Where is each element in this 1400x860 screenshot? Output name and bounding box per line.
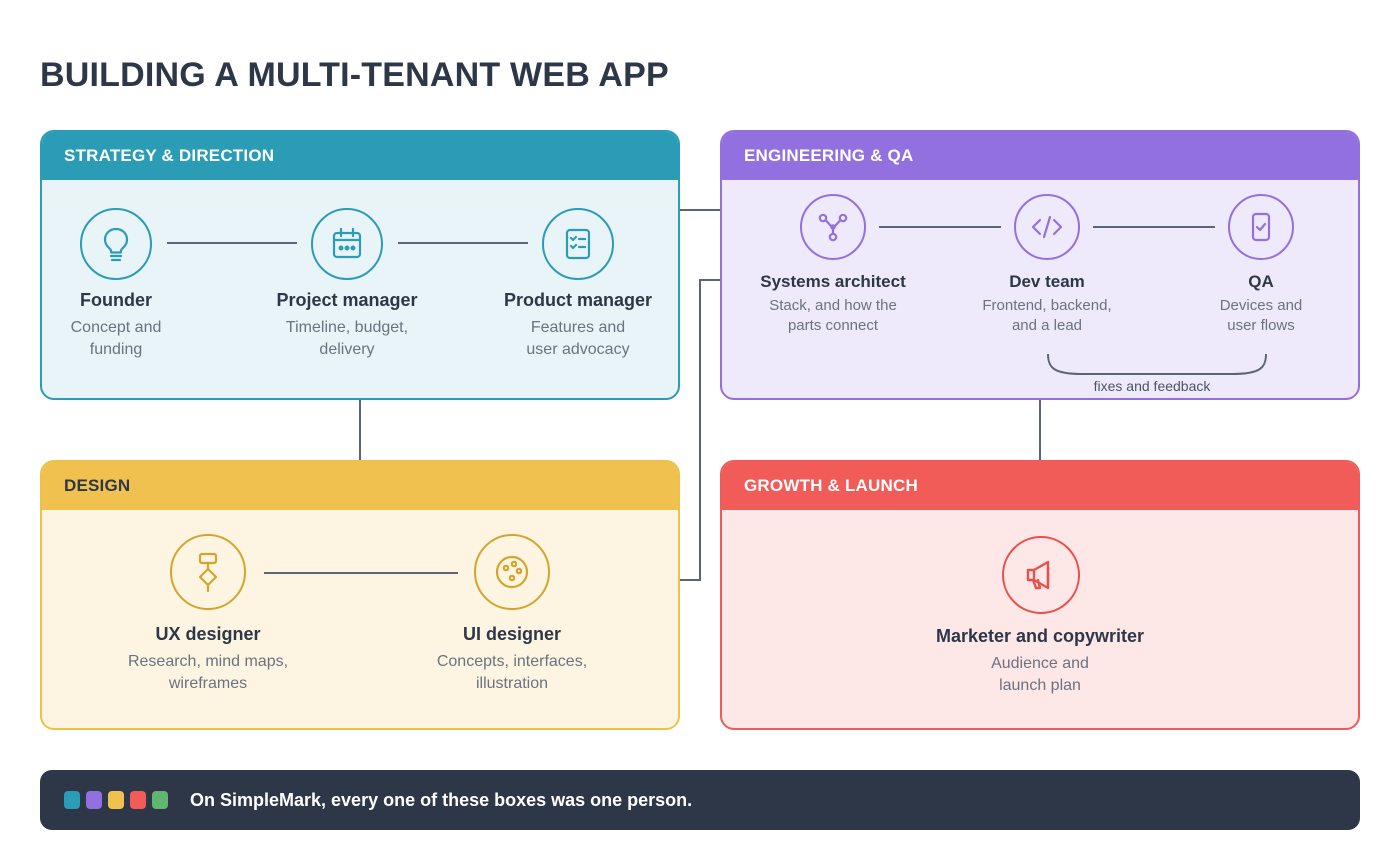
role-title: Marketer and copywriter [935, 626, 1145, 646]
swatch-strategy [64, 791, 80, 809]
mobile-check-icon [1228, 194, 1294, 260]
feedback-loop-bracket [1047, 353, 1267, 375]
role-dev-team: Dev team Frontend, backend, and a lead [937, 272, 1157, 336]
role-description: Audience and launch plan [991, 655, 1089, 694]
role-title: Project manager [276, 290, 418, 310]
network-icon [800, 194, 866, 260]
panel-design: DESIGN UX designer Research, mind maps, … [40, 460, 680, 730]
lightbulb-icon [80, 208, 152, 280]
role-description: Frontend, backend, and a lead [982, 297, 1112, 334]
role-title: QA [1248, 272, 1274, 291]
role-title: Founder [80, 290, 152, 310]
role-project-manager: Project manager Timeline, budget, delive… [237, 290, 457, 361]
feedback-loop-label: fixes and feedback [1093, 378, 1211, 394]
swatch-green [152, 791, 168, 809]
role-description: Stack, and how the parts connect [769, 297, 897, 334]
role-ux-designer: UX designer Research, mind maps, wirefra… [98, 624, 318, 695]
footer-banner: On SimpleMark, every one of these boxes … [40, 770, 1360, 830]
connector-design-engineering [680, 279, 720, 581]
flowchart-icon [170, 534, 246, 610]
engineering-link-2 [1093, 226, 1215, 228]
role-qa: QA Devices and user flows [1151, 272, 1358, 336]
panel-engineering: ENGINEERING & QA Systems architect Stack… [720, 130, 1360, 400]
calendar-icon [311, 208, 383, 280]
panel-engineering-header: ENGINEERING & QA [722, 132, 1358, 180]
design-link-1 [264, 572, 458, 574]
panel-growth: GROWTH & LAUNCH Marketer and copywriter … [720, 460, 1360, 730]
strategy-link-2 [398, 242, 528, 244]
role-product-manager: Product manager Features and user advoca… [468, 290, 678, 361]
engineering-link-1 [879, 226, 1001, 228]
role-title: UX designer [155, 624, 261, 644]
role-description: Features and user advocacy [526, 319, 630, 358]
megaphone-icon [1002, 536, 1080, 614]
swatch-engineering [86, 791, 102, 809]
role-description: Concepts, interfaces, illustration [436, 653, 588, 692]
panel-growth-header: GROWTH & LAUNCH [722, 462, 1358, 510]
role-description: Timeline, budget, delivery [285, 319, 409, 358]
swatch-design [108, 791, 124, 809]
strategy-link-1 [167, 242, 297, 244]
panel-design-header: DESIGN [42, 462, 678, 510]
role-title: Dev team [1009, 272, 1085, 291]
footer-text: On SimpleMark, every one of these boxes … [190, 789, 693, 810]
role-description: Concept and funding [70, 319, 162, 358]
role-description: Research, mind maps, wireframes [127, 653, 289, 692]
panel-strategy-header: STRATEGY & DIRECTION [42, 132, 678, 180]
role-title: Systems architect [760, 272, 906, 291]
role-marketer: Marketer and copywriter Audience and lau… [880, 626, 1200, 697]
checklist-icon [542, 208, 614, 280]
role-title: Product manager [503, 290, 653, 310]
role-description: Devices and user flows [1219, 297, 1303, 334]
page-title: BUILDING A MULTI-TENANT WEB APP [40, 56, 669, 94]
swatch-growth [130, 791, 146, 809]
role-ui-designer: UI designer Concepts, interfaces, illust… [402, 624, 622, 695]
role-founder: Founder Concept and funding [42, 290, 226, 361]
role-systems-architect: Systems architect Stack, and how the par… [723, 272, 943, 336]
code-icon [1014, 194, 1080, 260]
palette-icon [474, 534, 550, 610]
color-swatches [64, 791, 168, 809]
panel-strategy: STRATEGY & DIRECTION Founder Concept and… [40, 130, 680, 400]
role-title: UI designer [462, 624, 562, 644]
